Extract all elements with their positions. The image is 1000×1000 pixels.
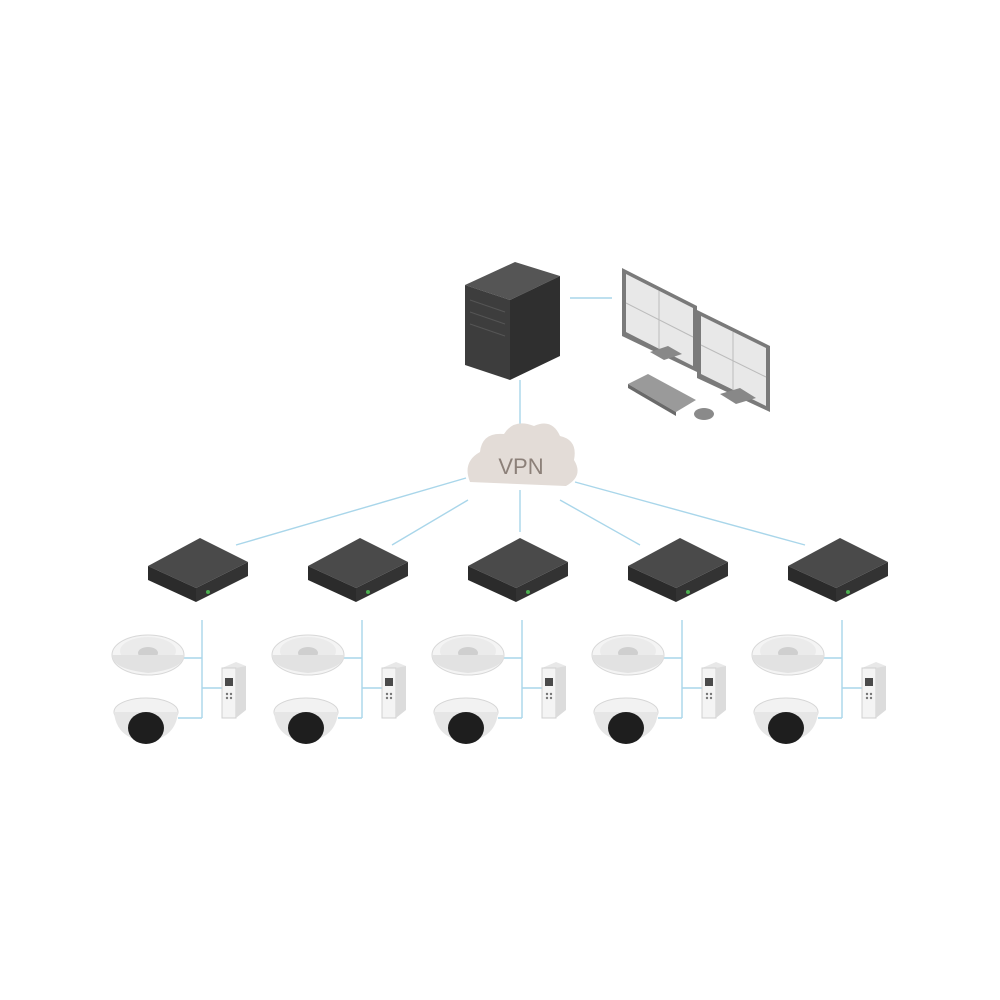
site-wiring: [178, 620, 222, 719]
site-5: [751, 538, 888, 745]
intercom-icon: [701, 661, 727, 719]
link-vpn-site-2: [391, 499, 469, 546]
intercom-icon: [221, 661, 247, 719]
site-wiring: [498, 620, 542, 719]
dome-camera-icon: [433, 697, 499, 745]
vpn-label: VPN: [498, 454, 543, 479]
dome-camera-icon: [593, 697, 659, 745]
dome-camera-icon: [753, 697, 819, 745]
speaker-icon: [591, 634, 665, 676]
speaker-icon: [111, 634, 185, 676]
cloud-icon: VPN: [467, 423, 578, 486]
connection-lines: [235, 297, 806, 546]
site-4: [591, 538, 728, 745]
site-1: [111, 538, 248, 745]
intercom-icon: [541, 661, 567, 719]
recorder-icon: [148, 538, 248, 602]
dome-camera-icon: [113, 697, 179, 745]
recorder-icon: [308, 538, 408, 602]
link-vpn-site-1: [235, 477, 467, 546]
site-wiring: [658, 620, 702, 719]
dual-monitor-icon: [622, 268, 770, 412]
site-wiring: [818, 620, 862, 719]
link-vpn-site-4: [559, 499, 641, 546]
intercom-icon: [381, 661, 407, 719]
dome-camera-icon: [273, 697, 339, 745]
site-wiring: [338, 620, 382, 719]
speaker-icon: [751, 634, 825, 676]
link-vpn-site-5: [574, 481, 806, 546]
intercom-icon: [861, 661, 887, 719]
server-tower-icon: [465, 262, 560, 380]
site-3: [431, 538, 568, 745]
recorder-icon: [628, 538, 728, 602]
site-2: [271, 538, 408, 745]
keyboard-icon: [628, 374, 696, 416]
mouse-icon: [694, 408, 714, 420]
speaker-icon: [271, 634, 345, 676]
site-groups: [111, 538, 888, 745]
recorder-icon: [468, 538, 568, 602]
speaker-icon: [431, 634, 505, 676]
recorder-icon: [788, 538, 888, 602]
